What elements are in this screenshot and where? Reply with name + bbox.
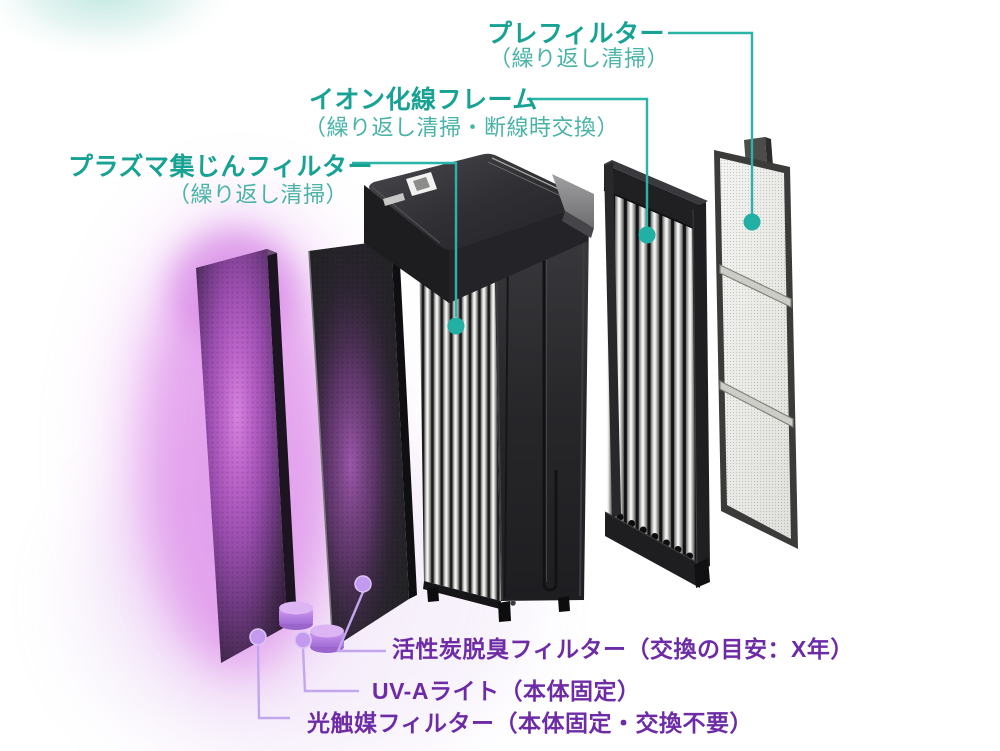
main-unit-lid bbox=[364, 153, 594, 303]
photocatalyst-panel bbox=[196, 249, 297, 663]
main-unit-right-edge bbox=[579, 223, 585, 597]
main-unit-groove bbox=[504, 245, 509, 599]
ionization-rail-highlight bbox=[692, 208, 698, 571]
uva-light-2 bbox=[310, 624, 344, 653]
ionization-left-rail bbox=[604, 162, 621, 518]
label-prefilter-title: プレフィルター bbox=[487, 20, 666, 48]
prefilter-divider-2 bbox=[719, 380, 794, 428]
ionization-frame bbox=[603, 160, 710, 588]
main-unit-foot-2 bbox=[498, 601, 511, 622]
leader-line-plasma bbox=[352, 161, 458, 317]
marker-dot-uva bbox=[294, 631, 312, 649]
label-carbon-filter: 活性炭脱臭フィルター（交換の目安：X年） bbox=[392, 636, 854, 662]
lid-vent-flap-underside bbox=[562, 211, 594, 238]
main-unit-bottom-rail bbox=[423, 581, 501, 609]
marker-dot-plasma bbox=[447, 317, 465, 335]
label-ionization-title: イオン化線フレーム bbox=[309, 86, 538, 114]
lid-latch bbox=[383, 193, 405, 206]
lid-sticker-mark bbox=[413, 177, 430, 191]
marker-dot-carbon bbox=[354, 575, 372, 593]
label-plasma-subtitle: （繰り返し清掃） bbox=[168, 182, 349, 207]
corner-gradient bbox=[0, 0, 243, 64]
carbon-panel bbox=[308, 240, 417, 649]
ionization-foot bbox=[694, 558, 710, 588]
purple-leader-lines bbox=[256, 591, 386, 720]
ionization-cap-lip bbox=[603, 189, 701, 232]
leader-line-photocatalyst bbox=[256, 644, 290, 720]
lid-skirt-left bbox=[364, 185, 449, 303]
leader-line-prefilter bbox=[668, 31, 754, 214]
marker-dot-ionization bbox=[638, 226, 656, 244]
main-unit-foot-1 bbox=[427, 587, 439, 602]
ionization-bar-edge bbox=[604, 511, 701, 565]
leader-line-carbon bbox=[336, 591, 386, 653]
main-unit-right-face bbox=[494, 220, 589, 601]
teal-leader-lines bbox=[352, 31, 754, 317]
ionization-right-rail bbox=[692, 202, 710, 572]
prefilter-tab-side bbox=[765, 137, 773, 166]
label-prefilter-subtitle: （繰り返し清掃） bbox=[489, 46, 670, 71]
leader-line-ionization bbox=[527, 97, 649, 227]
main-unit-wire-tube bbox=[542, 250, 558, 592]
main-unit-plasma-slats bbox=[419, 235, 501, 601]
label-ionization-subtitle: （繰り返し清掃・断線時交換） bbox=[304, 115, 620, 140]
lid-edge-highlight bbox=[371, 186, 441, 244]
prefilter-divider-1 bbox=[719, 264, 792, 308]
carbon-panel-edge-highlight bbox=[308, 250, 334, 649]
carbon-panel-side bbox=[391, 240, 417, 599]
lid-skirt-right bbox=[449, 199, 588, 303]
marker-dot-photocatalyst bbox=[249, 628, 267, 646]
marker-dot-prefilter bbox=[743, 213, 761, 231]
main-unit-foot-3 bbox=[558, 596, 570, 612]
carbon-panel-texture bbox=[309, 240, 409, 648]
ionization-cap-top bbox=[604, 160, 708, 205]
main-unit-screw bbox=[510, 600, 516, 606]
label-photocatalyst-filter: 光触媒フィルター（本体固定・交換不要） bbox=[307, 710, 754, 736]
main-unit-face-edge bbox=[495, 239, 503, 601]
label-uva-light: UV-Aライト（本体固定） bbox=[372, 678, 641, 704]
main-unit bbox=[364, 153, 594, 622]
label-plasma-title: プラズマ集じんフィルター bbox=[68, 153, 374, 181]
ionization-tubes bbox=[607, 172, 700, 565]
photocatalyst-panel-texture bbox=[196, 249, 287, 663]
ionization-cap bbox=[604, 164, 700, 231]
prefilter-mesh-texture bbox=[720, 158, 791, 539]
leader-line-uva bbox=[301, 647, 359, 693]
uva-light-1 bbox=[279, 601, 313, 630]
ionization-bottom-bar bbox=[605, 512, 700, 588]
photocatalyst-panel-side bbox=[267, 249, 297, 626]
lid-vent-flap bbox=[552, 174, 594, 228]
prefilter-panel bbox=[714, 137, 798, 549]
